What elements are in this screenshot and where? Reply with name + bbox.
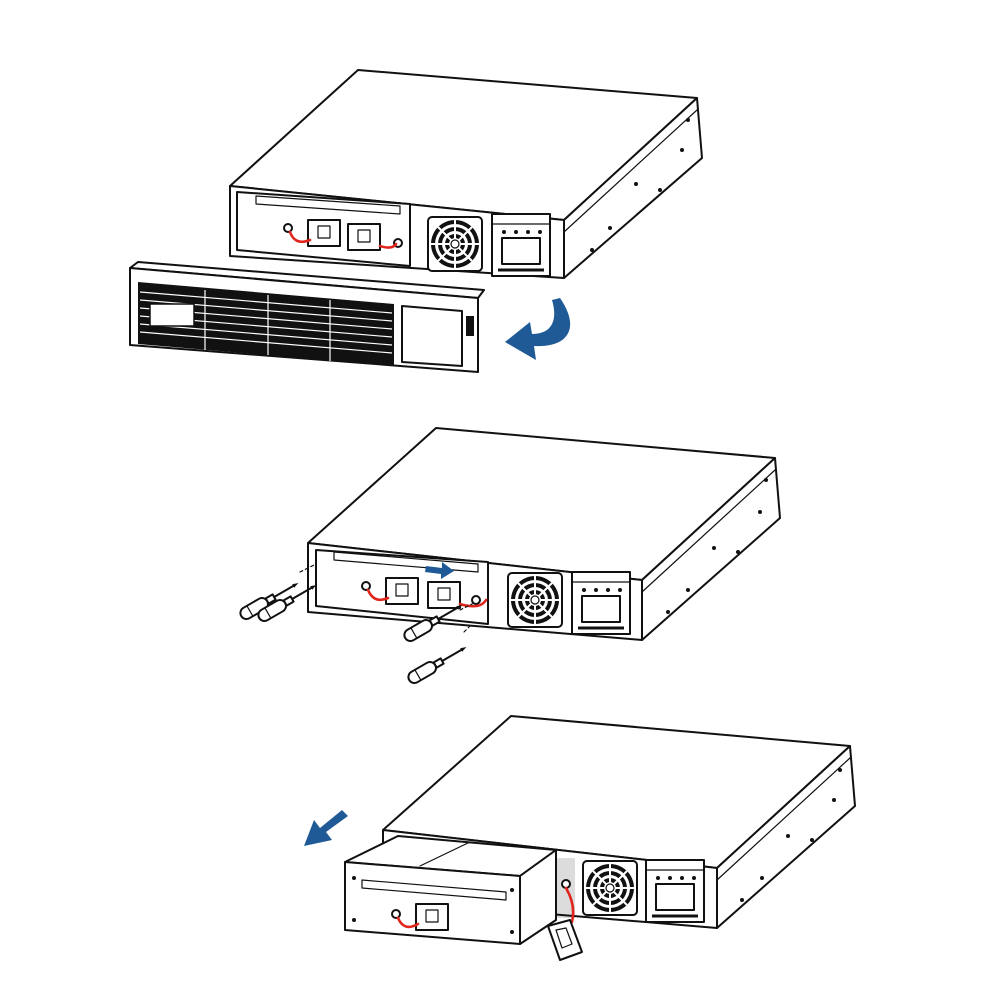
step-1-remove-front-panel bbox=[129, 69, 703, 373]
step-3-pull-out-battery bbox=[304, 715, 856, 961]
fan-icon bbox=[427, 216, 483, 272]
step-2-remove-screws bbox=[237, 427, 781, 687]
fan-icon bbox=[507, 572, 563, 628]
right-arrow-icon bbox=[425, 562, 454, 579]
battery-connector bbox=[307, 219, 341, 247]
fan-icon bbox=[582, 860, 638, 916]
lcd-panel bbox=[490, 212, 552, 278]
ups-unit bbox=[307, 427, 781, 641]
diagonal-arrow-icon bbox=[304, 810, 348, 846]
lcd-panel bbox=[644, 858, 706, 924]
lcd-panel bbox=[570, 570, 632, 636]
battery-connector bbox=[547, 919, 583, 961]
curved-arrow-icon bbox=[505, 298, 571, 360]
battery-tray bbox=[344, 835, 557, 945]
ups-unit bbox=[229, 69, 703, 279]
front-bezel bbox=[129, 261, 485, 373]
red-cable bbox=[288, 230, 312, 244]
